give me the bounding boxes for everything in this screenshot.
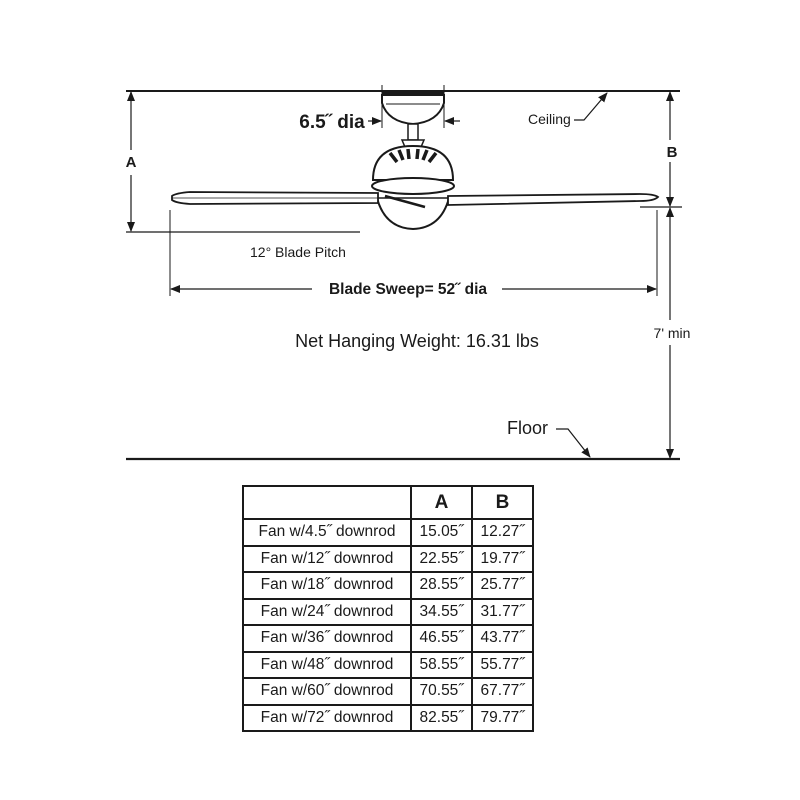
table-row: Fan w/60˝ downrod 70.55˝ 67.77˝ (242, 677, 534, 706)
min-height-label: 7' min (654, 325, 691, 341)
header-b: B (471, 485, 534, 520)
ceiling-label: Ceiling (528, 111, 571, 127)
canopy-diameter-label: 6.5˝ dia (299, 112, 365, 133)
cell-b: 43.77˝ (471, 624, 534, 653)
cell-a: 34.55˝ (410, 597, 473, 626)
blade-pitch-label: 12° Blade Pitch (250, 244, 346, 260)
cell-a: 15.05˝ (410, 518, 473, 547)
floor-label: Floor (507, 418, 548, 438)
table-header-row: A B (242, 485, 534, 520)
table-row: Fan w/72˝ downrod 82.55˝ 79.77˝ (242, 703, 534, 732)
table-row: Fan w/12˝ downrod 22.55˝ 19.77˝ (242, 544, 534, 573)
cell-b: 19.77˝ (471, 544, 534, 573)
blade-sweep-label: Blade Sweep= 52˝ dia (329, 281, 487, 298)
table-row: Fan w/48˝ downrod 58.55˝ 55.77˝ (242, 650, 534, 679)
cell-b: 67.77˝ (471, 677, 534, 706)
table-row: Fan w/4.5˝ downrod 15.05˝ 12.27˝ (242, 518, 534, 547)
table-row: Fan w/36˝ downrod 46.55˝ 43.77˝ (242, 624, 534, 653)
canopy (381, 91, 445, 126)
row-label: Fan w/48˝ downrod (242, 650, 412, 679)
cell-a: 70.55˝ (410, 677, 473, 706)
row-label: Fan w/60˝ downrod (242, 677, 412, 706)
header-a: A (410, 485, 473, 520)
row-label: Fan w/36˝ downrod (242, 624, 412, 653)
floor-leader (556, 428, 591, 458)
cell-b: 25.77˝ (471, 571, 534, 600)
motor-housing (371, 144, 455, 231)
blade-right (447, 193, 660, 206)
cell-a: 58.55˝ (410, 650, 473, 679)
row-label: Fan w/12˝ downrod (242, 544, 412, 573)
table-row: Fan w/24˝ downrod 34.55˝ 31.77˝ (242, 597, 534, 626)
row-label: Fan w/24˝ downrod (242, 597, 412, 626)
cell-a: 46.55˝ (410, 624, 473, 653)
table-row: Fan w/18˝ downrod 28.55˝ 25.77˝ (242, 571, 534, 600)
cell-b: 31.77˝ (471, 597, 534, 626)
cell-a: 28.55˝ (410, 571, 473, 600)
cell-b: 55.77˝ (471, 650, 534, 679)
cell-b: 79.77˝ (471, 703, 534, 732)
dim-b-label: B (667, 144, 678, 161)
fan-dimension-diagram: 6.5˝ dia Blade Sweep= 52˝ dia 12° Blade … (126, 85, 691, 461)
cell-b: 12.27˝ (471, 518, 534, 547)
header-corner (242, 485, 412, 520)
cell-a: 22.55˝ (410, 544, 473, 573)
downrod-dimensions-table: A B Fan w/4.5˝ downrod 15.05˝ 12.27˝ Fan… (242, 485, 534, 732)
row-label: Fan w/18˝ downrod (242, 571, 412, 600)
row-label: Fan w/72˝ downrod (242, 703, 412, 732)
dim-a-label: A (126, 154, 137, 171)
row-label: Fan w/4.5˝ downrod (242, 518, 412, 547)
cell-a: 82.55˝ (410, 703, 473, 732)
net-weight-label: Net Hanging Weight: 16.31 lbs (295, 331, 539, 351)
downrod (400, 123, 426, 148)
ceiling-leader (574, 92, 608, 121)
